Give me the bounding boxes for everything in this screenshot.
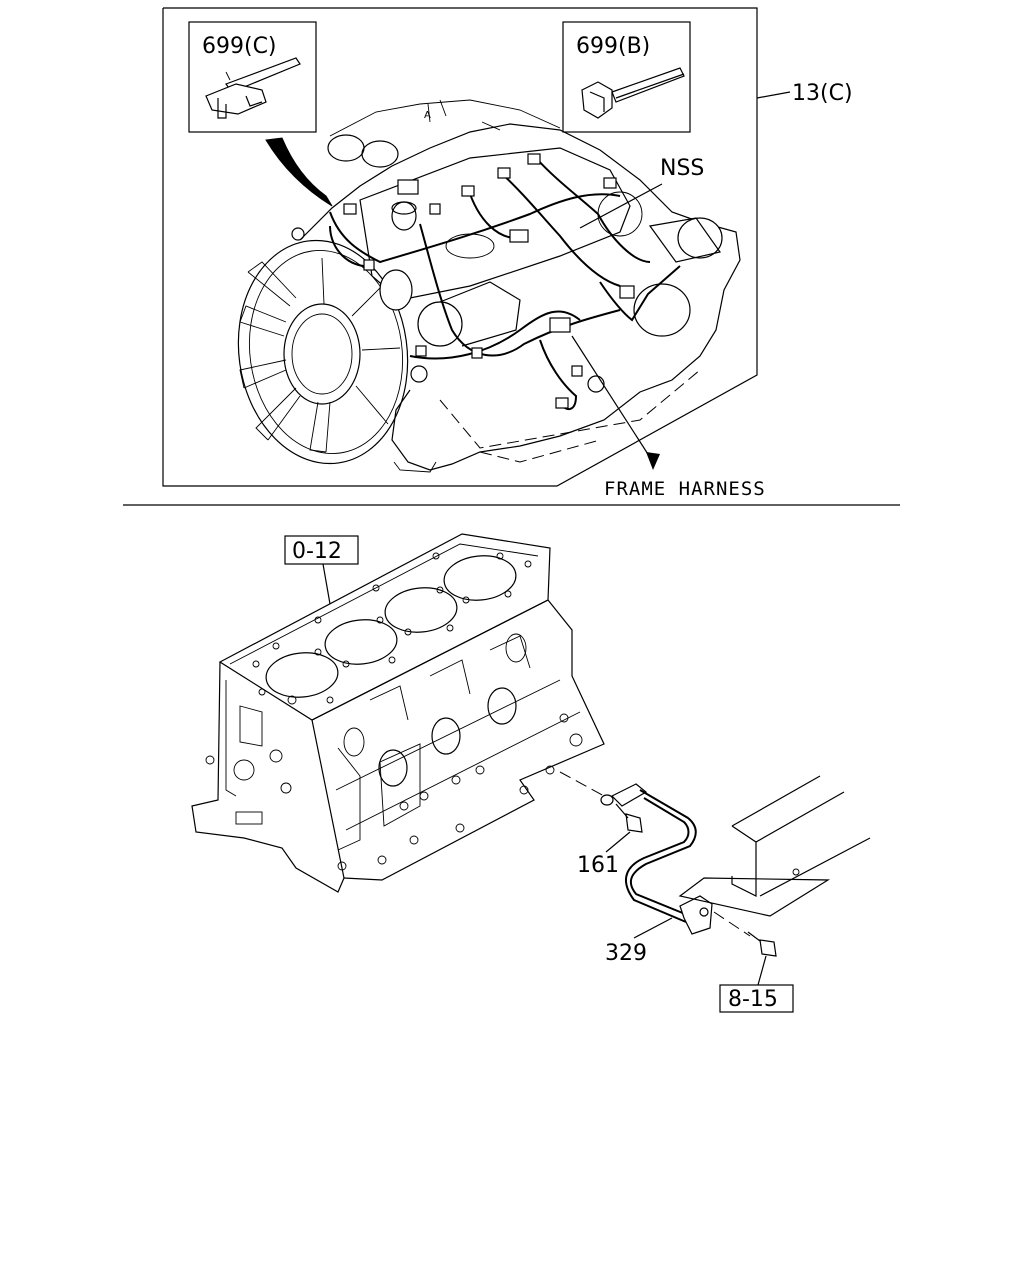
cylinder-block-illustration bbox=[191, 533, 605, 893]
block-ref-box bbox=[284, 535, 359, 565]
block-ref-leader bbox=[322, 563, 331, 605]
bolt-8-15-icon bbox=[747, 931, 777, 957]
engine-marking-a: A bbox=[424, 110, 431, 121]
harness-ref-leader bbox=[756, 91, 791, 99]
clip-c-inset: 699(C) bbox=[188, 21, 317, 133]
engine-harness-view: 699(C) 699(B) 13(C) N bbox=[162, 7, 853, 500]
clip-b-inset-box bbox=[562, 21, 691, 133]
frame-bolt-guide bbox=[713, 911, 751, 937]
engine-illustration: A bbox=[237, 99, 741, 473]
cylinder-block-view: 0-12 bbox=[191, 533, 871, 1013]
frame-ref-leader bbox=[757, 955, 767, 986]
clip-c-part-icon bbox=[205, 57, 301, 119]
clip-c-label: 699(C) bbox=[202, 34, 277, 59]
sensor-harness-label: 329 bbox=[605, 941, 647, 966]
sensor-harness-leader bbox=[633, 917, 673, 939]
clip-c-pointer-arrow bbox=[265, 137, 333, 207]
nss-leader bbox=[579, 183, 663, 229]
cooling-fan bbox=[237, 239, 409, 465]
nss-label: NSS bbox=[660, 156, 704, 181]
block-ref-label: 0-12 bbox=[292, 539, 342, 564]
sensor-mount-guide bbox=[559, 771, 605, 797]
bolt-161-icon bbox=[600, 794, 643, 833]
clip-c-inset-box bbox=[188, 21, 317, 133]
bolt-leader bbox=[605, 831, 631, 853]
frame-ref-label: 8-15 bbox=[728, 987, 778, 1012]
clip-b-label: 699(B) bbox=[576, 34, 650, 59]
frame-ref-box bbox=[719, 984, 794, 1013]
frame-harness-arrow bbox=[571, 335, 660, 470]
frame-harness-label: FRAME HARNESS bbox=[604, 478, 766, 500]
bolt-label: 161 bbox=[577, 853, 619, 878]
clip-b-inset: 699(B) bbox=[562, 21, 691, 133]
sensor-harness-icon bbox=[610, 783, 713, 935]
engine-view-frame bbox=[162, 7, 758, 487]
frame-bracket-illustration bbox=[678, 775, 871, 917]
clip-b-part-icon bbox=[581, 67, 685, 119]
harness-ref-label: 13(C) bbox=[792, 81, 853, 106]
